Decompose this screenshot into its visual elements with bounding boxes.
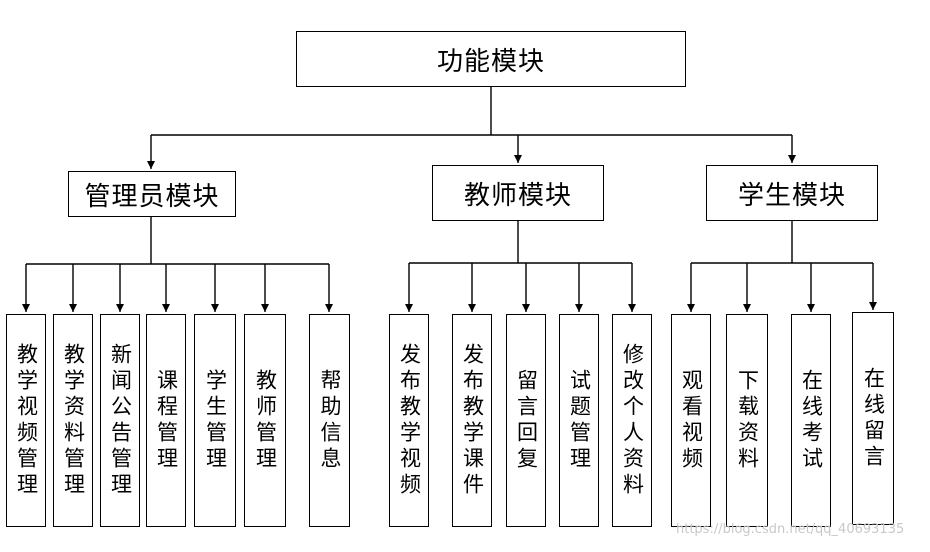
- leaf-course-mgmt: 课程管理: [146, 314, 186, 527]
- module-teacher-label: 教师模块: [463, 180, 572, 211]
- leaf-label: 发布教学课件: [460, 342, 485, 499]
- leaf-help-info: 帮助信息: [309, 314, 350, 527]
- watermark: https://blog.csdn.net/qq_40693135: [676, 522, 905, 537]
- leaf-label: 新闻公告管理: [108, 342, 133, 499]
- leaf-label: 试题管理: [567, 368, 592, 473]
- leaf-message-reply: 留言回复: [506, 314, 546, 527]
- leaf-publish-teaching-video: 发布教学视频: [389, 314, 429, 527]
- leaf-student-mgmt: 学生管理: [194, 314, 236, 527]
- leaf-online-message: 在线留言: [852, 312, 894, 525]
- leaf-online-exam: 在线考试: [791, 314, 831, 527]
- module-teacher-box: 教师模块: [432, 165, 604, 221]
- leaf-label: 在线考试: [799, 368, 824, 473]
- module-student-box: 学生模块: [706, 165, 878, 221]
- leaf-label: 课程管理: [154, 368, 179, 473]
- leaf-label: 观看视频: [679, 368, 704, 473]
- leaf-news-notice-mgmt: 新闻公告管理: [100, 314, 140, 527]
- leaf-publish-courseware: 发布教学课件: [452, 314, 492, 527]
- leaf-label: 学生管理: [203, 368, 228, 473]
- leaf-label: 留言回复: [514, 368, 539, 473]
- leaf-label: 下载资料: [735, 368, 760, 473]
- root-label: 功能模块: [436, 46, 545, 77]
- root-box: 功能模块: [296, 31, 686, 87]
- leaf-label: 发布教学视频: [397, 342, 422, 499]
- leaf-teacher-mgmt: 教师管理: [244, 314, 286, 527]
- leaf-label: 帮助信息: [318, 368, 342, 473]
- module-student-label: 学生模块: [737, 180, 846, 211]
- leaf-label: 教学资料管理: [61, 342, 86, 499]
- leaf-label: 在线留言: [861, 366, 886, 471]
- leaf-teaching-video-mgmt: 教学视频管理: [6, 314, 46, 527]
- leaf-label: 修改个人资料: [620, 342, 645, 499]
- module-admin-box: 管理员模块: [68, 171, 236, 217]
- leaf-exam-question-mgmt: 试题管理: [559, 314, 599, 527]
- leaf-edit-profile: 修改个人资料: [612, 314, 652, 527]
- leaf-teaching-material-mgmt: 教学资料管理: [53, 314, 93, 527]
- leaf-download-material: 下载资料: [726, 314, 768, 527]
- leaf-label: 教师管理: [253, 368, 278, 473]
- module-admin-label: 管理员模块: [84, 181, 220, 212]
- leaf-label: 教学视频管理: [14, 342, 39, 499]
- leaf-watch-video: 观看视频: [671, 314, 711, 527]
